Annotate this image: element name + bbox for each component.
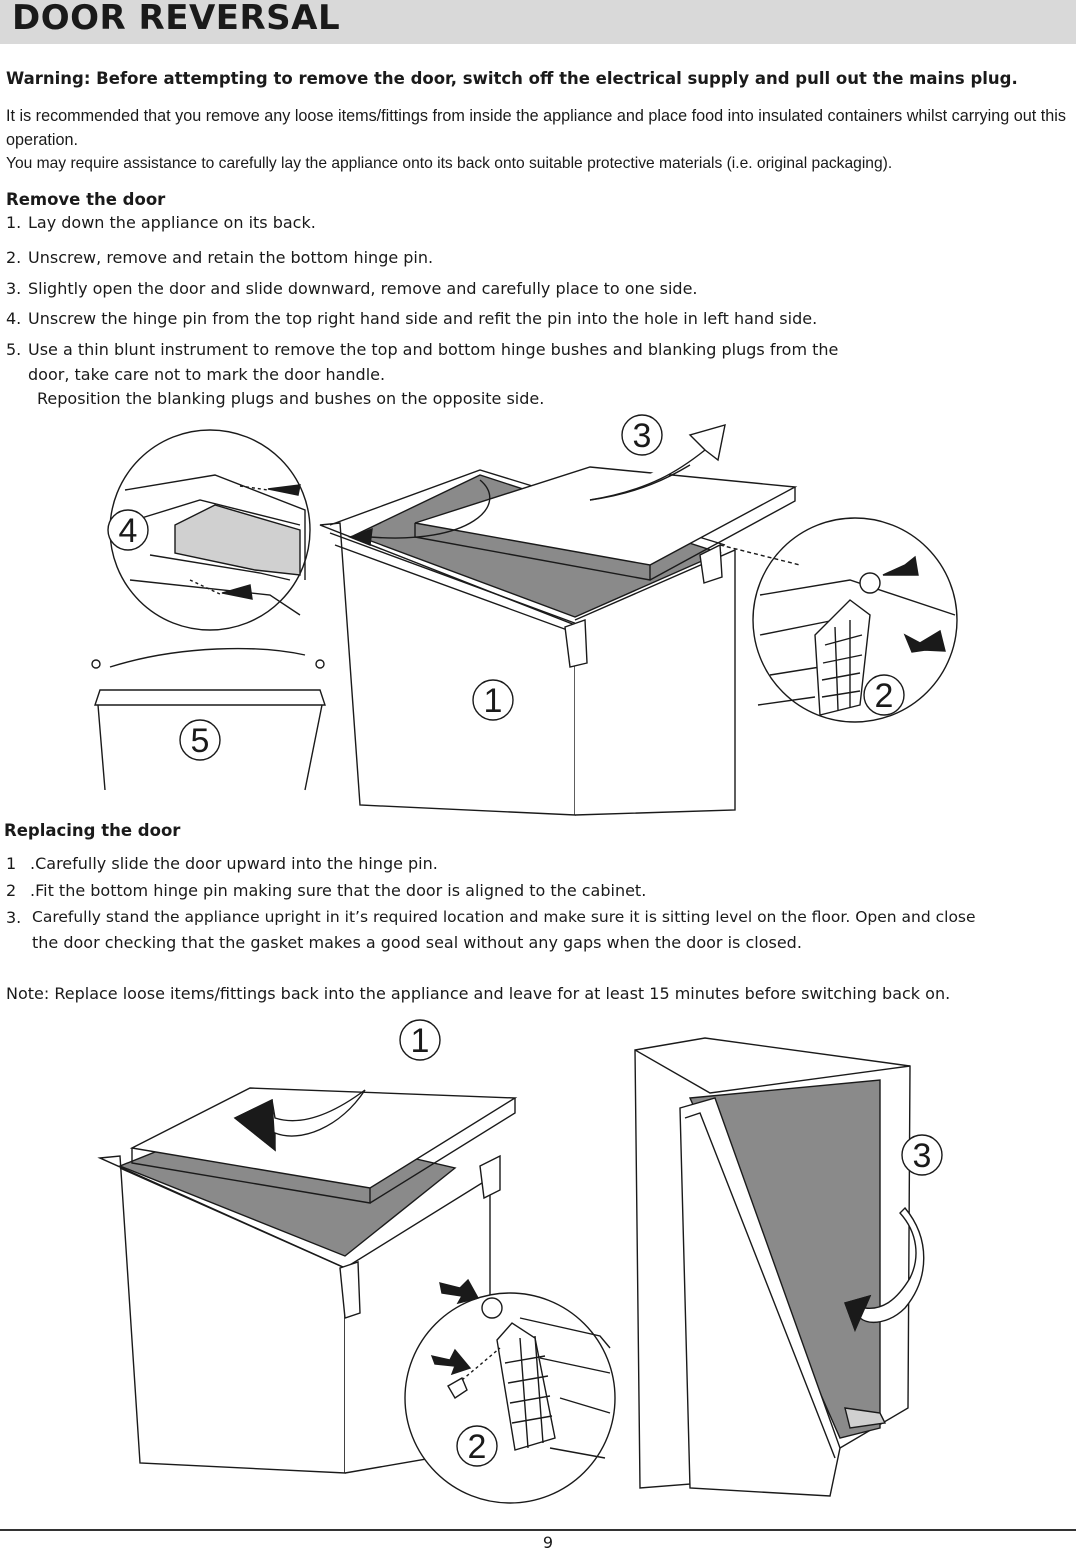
detail-pin-line — [240, 486, 268, 490]
intro-paragraph: It is recommended that you remove any lo… — [6, 104, 1076, 176]
lift-arrow-shade — [590, 465, 690, 500]
step-text: .Carefully slide the door upward into th… — [30, 854, 438, 873]
upright-top — [635, 1050, 910, 1093]
step-number: 2. — [6, 248, 22, 267]
bush-part — [482, 1298, 502, 1318]
plug-icon — [92, 660, 100, 668]
pin-arrow — [905, 631, 945, 652]
cabinet-edge — [330, 533, 580, 631]
swap-arrowhead — [350, 529, 372, 545]
hinge-grid-bracket — [815, 600, 870, 715]
callout-label: 1 — [411, 1022, 430, 1060]
callout-label: 2 — [875, 677, 894, 715]
detail-pin-line — [462, 1348, 500, 1380]
bush-arrow — [440, 1280, 478, 1303]
step-text: Unscrew the hinge pin from the top right… — [28, 309, 818, 328]
plug-swap-arrow — [110, 649, 305, 667]
replace-steps-list: 1 .Carefully slide the door upward into t… — [6, 854, 1076, 964]
callout-1-circle — [473, 680, 513, 720]
replace-door-illustration: 1 2 3 — [0, 1018, 1076, 1513]
warning-text: Warning: Before attempting to remove the… — [6, 69, 1018, 88]
callout-label: 1 — [484, 682, 503, 720]
bush-arrow — [883, 557, 918, 575]
step-text: door, take care not to mark the door han… — [28, 365, 386, 384]
hinge-bracket — [700, 545, 722, 583]
hinge-grid — [505, 1336, 552, 1448]
detail-hinge-lines — [125, 475, 305, 615]
hinge-bracket — [565, 620, 587, 667]
callout-label: 3 — [913, 1137, 932, 1175]
page-number: 9 — [542, 1533, 554, 1552]
step-number: 1 — [6, 854, 17, 873]
detail-arrows — [222, 485, 300, 599]
callout-3-circle — [622, 415, 662, 455]
callout-4-circle — [108, 510, 148, 550]
title-bar — [0, 0, 1076, 44]
door-edge — [132, 1098, 515, 1203]
step-number: 4. — [6, 309, 22, 328]
step-number: 5. — [6, 340, 22, 359]
step-text: Carefully stand the appliance upright in… — [32, 908, 976, 926]
upright-foot — [845, 1408, 885, 1428]
note-text: Note: Replace loose items/fittings back … — [6, 984, 951, 1003]
cabinet-side — [575, 550, 735, 815]
remove-door-heading: Remove the door — [6, 190, 166, 209]
close-arrowhead — [845, 1296, 870, 1330]
bush-part — [860, 573, 880, 593]
step-number: 3. — [6, 908, 22, 927]
cabinet-body — [320, 523, 575, 815]
upright-door-edge — [685, 1113, 835, 1458]
step-text: the door checking that the gasket makes … — [32, 933, 802, 952]
hinge-grid — [822, 620, 862, 710]
hinge-bracket — [340, 1262, 360, 1318]
callout-label: 2 — [468, 1428, 487, 1466]
step-number: 3. — [6, 279, 22, 298]
hinge-pin — [448, 1378, 467, 1398]
callout-1-circle — [400, 1020, 440, 1060]
callout-label: 5 — [191, 722, 210, 760]
door-edge — [415, 487, 795, 580]
intro-line-2: You may require assistance to carefully … — [6, 155, 893, 172]
upright-door — [680, 1098, 840, 1496]
step-text: Slightly open the door and slide downwar… — [28, 279, 698, 298]
door-top — [95, 690, 325, 705]
callout-3-circle — [902, 1135, 942, 1175]
callout-2-circle — [864, 675, 904, 715]
step-number: 1. — [6, 213, 22, 232]
detail-cabinet-lines — [520, 1318, 610, 1458]
page-title: DOOR REVERSAL — [12, 0, 341, 38]
detail-cabinet-lines — [758, 580, 955, 705]
hinge-bracket — [480, 1156, 500, 1198]
callout-5-circle — [180, 720, 220, 760]
step-text: Unscrew, remove and retain the bottom hi… — [28, 248, 434, 267]
detail-interior — [175, 505, 300, 575]
step-text: .Fit the bottom hinge pin making sure th… — [30, 881, 647, 900]
callout-label: 4 — [119, 512, 138, 550]
door-sides — [98, 705, 322, 790]
slide-arrowhead — [235, 1100, 275, 1150]
step-text: Use a thin blunt instrument to remove th… — [28, 340, 839, 359]
replace-door-heading: Replacing the door — [4, 821, 181, 840]
remove-door-illustration: 3 4 1 2 5 — [0, 405, 1076, 820]
step-number: 2 — [6, 881, 17, 900]
step-text: Lay down the appliance on its back. — [28, 213, 316, 232]
plug-icon — [316, 660, 324, 668]
swap-arrow — [370, 480, 490, 538]
intro-line-1: It is recommended that you remove any lo… — [6, 107, 1066, 149]
pin-arrow — [432, 1350, 470, 1374]
callout-label: 3 — [633, 417, 652, 455]
step-text: Reposition the blanking plugs and bushes… — [37, 389, 545, 408]
footer-rule — [0, 1529, 1076, 1531]
remove-steps-list: 1. Lay down the appliance on its back. 2.… — [6, 213, 1006, 413]
callout-2-circle — [457, 1426, 497, 1466]
